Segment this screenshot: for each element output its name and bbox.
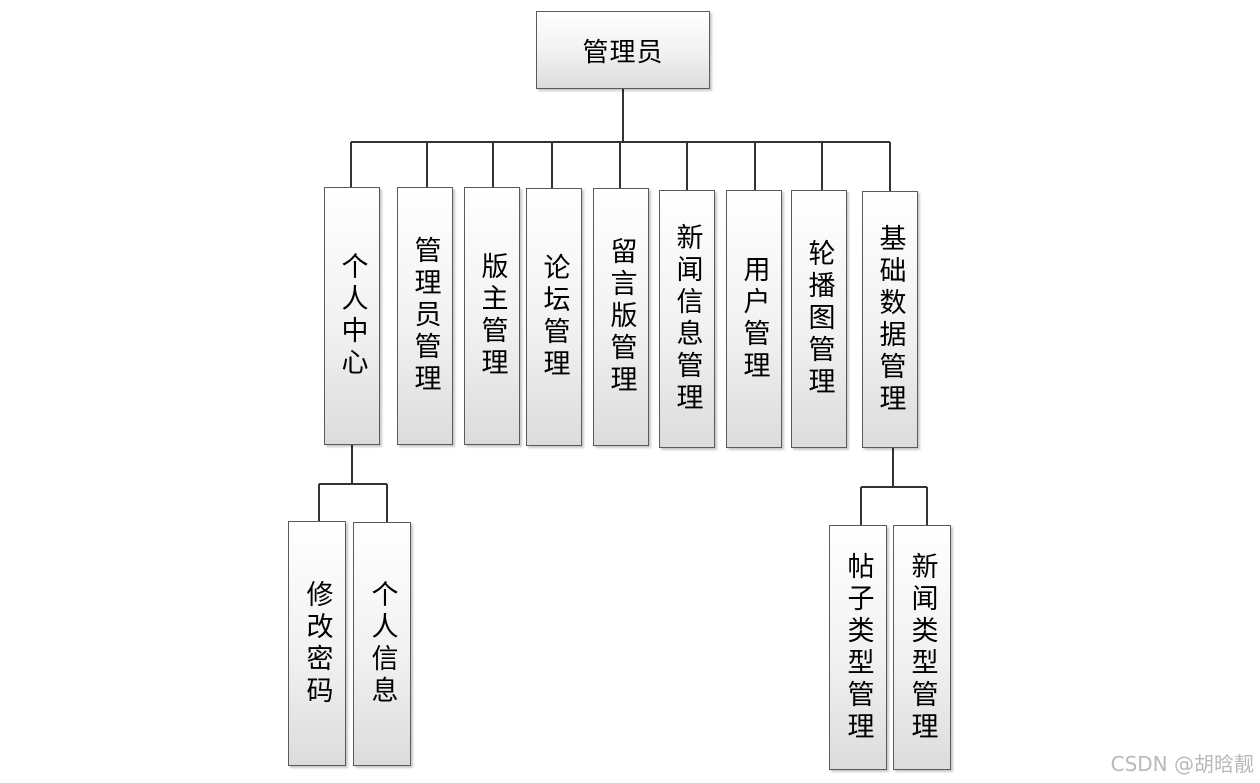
- node-label: 用户管理: [738, 255, 770, 383]
- node-label: 留言版管理: [605, 237, 637, 397]
- node-forum-management: 论坛管理: [526, 188, 582, 446]
- node-admin-management: 管理员管理: [397, 187, 453, 445]
- node-change-password: 修改密码: [288, 521, 346, 766]
- node-news-type-management: 新闻类型管理: [893, 525, 951, 770]
- node-moderator-management: 版主管理: [464, 187, 520, 445]
- node-label: 论坛管理: [538, 253, 570, 381]
- node-label: 修改密码: [301, 579, 333, 708]
- root-node: 管理员: [536, 11, 710, 89]
- node-label: 管理员管理: [409, 236, 441, 396]
- node-basic-data-management: 基础数据管理: [862, 191, 918, 448]
- node-label: 帖子类型管理: [842, 551, 874, 744]
- node-label: 个人中心: [336, 252, 368, 380]
- node-label: 版主管理: [476, 252, 508, 380]
- node-label: 新闻类型管理: [906, 551, 938, 744]
- node-label: 个人信息: [366, 580, 398, 708]
- node-label: 新闻信息管理: [671, 223, 703, 415]
- watermark-text: CSDN @胡晗靓: [1110, 752, 1254, 776]
- node-post-type-management: 帖子类型管理: [829, 525, 887, 770]
- node-carousel-management: 轮播图管理: [791, 190, 847, 448]
- node-news-info-management: 新闻信息管理: [659, 190, 715, 448]
- node-message-board-management: 留言版管理: [593, 188, 649, 446]
- node-label: 轮播图管理: [803, 239, 835, 399]
- root-label: 管理员: [582, 37, 664, 68]
- node-personal-center: 个人中心: [324, 187, 380, 445]
- node-label: 基础数据管理: [874, 223, 906, 416]
- node-personal-info: 个人信息: [353, 522, 411, 766]
- node-user-management: 用户管理: [726, 190, 782, 448]
